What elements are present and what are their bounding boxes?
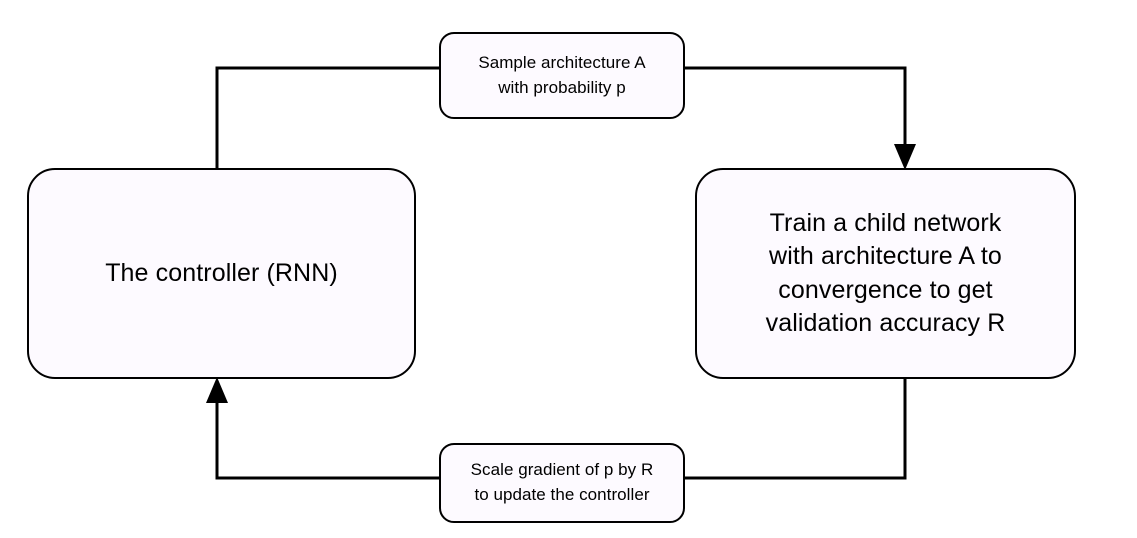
edge-scale-to-controller-path	[215, 397, 441, 480]
scale-gradient-label[interactable]: Scale gradient of p by R to update the c…	[439, 443, 685, 523]
sample-architecture-label[interactable]: Sample architecture A with probability p	[439, 32, 685, 119]
edge-controller-to-sample-path	[215, 66, 441, 168]
train-child-network-node[interactable]: Train a child network with architecture …	[695, 168, 1076, 379]
controller-node-label: The controller (RNN)	[105, 258, 338, 287]
arrowhead-down-icon	[894, 144, 916, 170]
scale-gradient-label-text: Scale gradient of p by R to update the c…	[470, 460, 654, 504]
edge-sample-to-train-path	[683, 66, 907, 150]
train-child-network-node-label: Train a child network with architecture …	[765, 209, 1006, 337]
arrowhead-up-icon	[206, 377, 228, 403]
edge-train-to-scale-path	[683, 379, 907, 480]
controller-node[interactable]: The controller (RNN)	[27, 168, 416, 379]
sample-architecture-label-text: Sample architecture A with probability p	[478, 52, 646, 97]
